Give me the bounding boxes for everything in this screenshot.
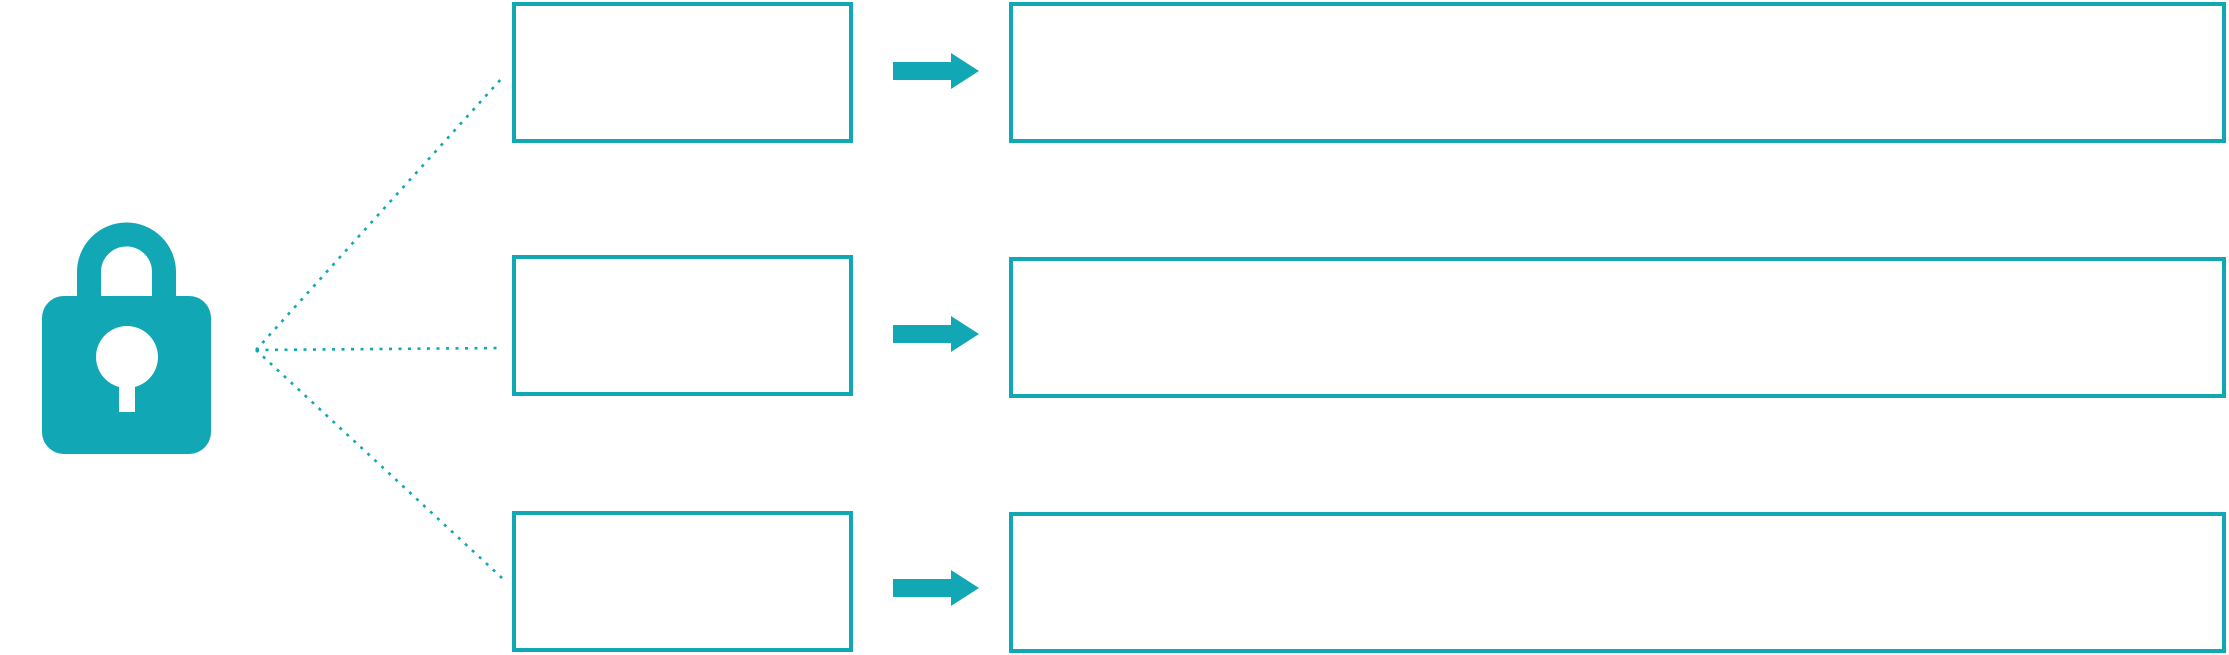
branch-small-box-1 xyxy=(512,2,853,143)
keyhole-icon xyxy=(96,326,158,388)
branch-small-box-3 xyxy=(512,511,853,652)
connector-line-middle xyxy=(255,346,503,352)
arrow-right-icon xyxy=(893,570,979,606)
branch-large-box-2 xyxy=(1009,257,2226,398)
connector-line-bottom xyxy=(255,349,503,579)
lock-icon xyxy=(42,222,211,454)
arrow-right-icon xyxy=(893,316,979,352)
connector-line-top xyxy=(255,77,503,351)
connector-lines xyxy=(255,77,503,579)
branch-small-box-2 xyxy=(512,255,853,396)
branch-large-box-1 xyxy=(1009,2,2226,143)
branch-large-box-3 xyxy=(1009,512,2226,653)
arrow-right-icon xyxy=(893,53,979,89)
